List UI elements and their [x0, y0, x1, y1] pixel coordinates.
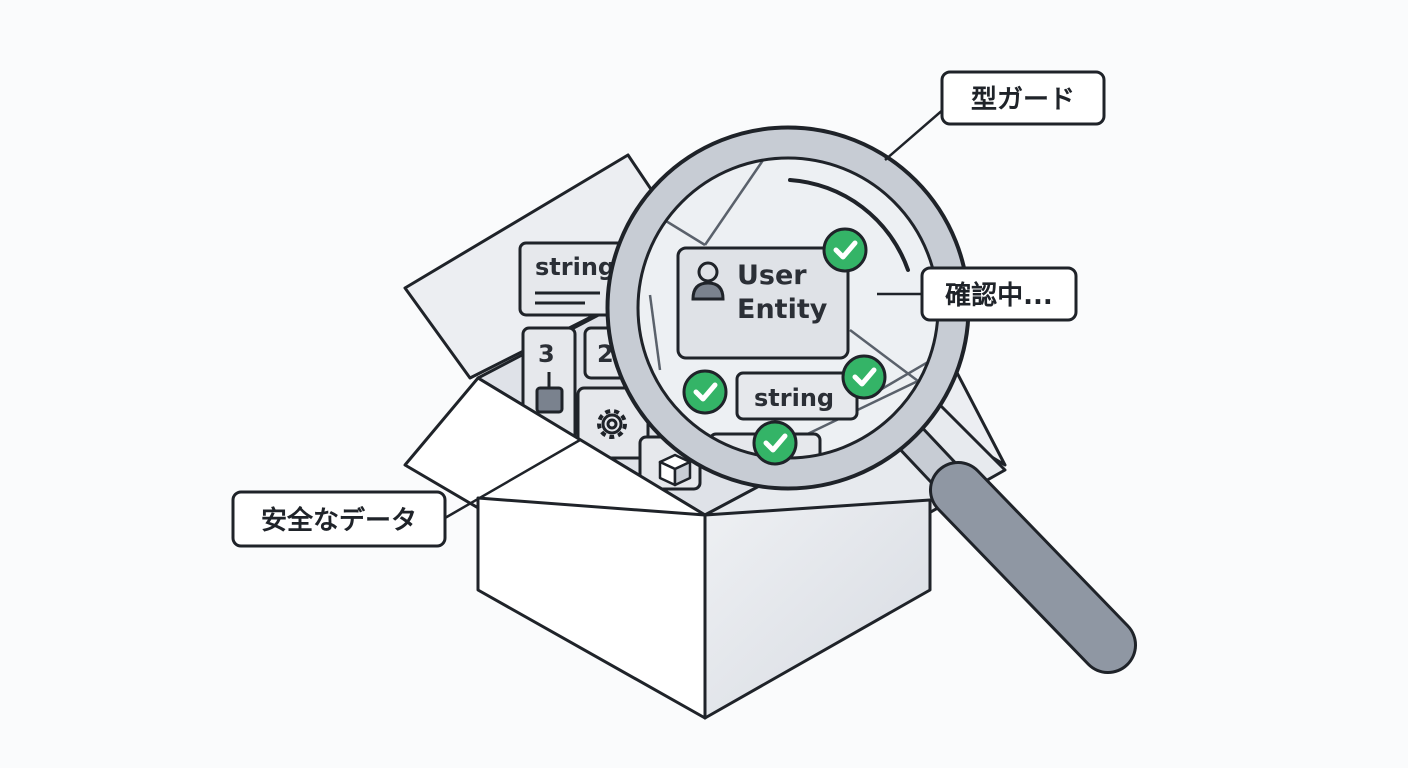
- box-right-wall: [703, 498, 932, 720]
- number-card-block: [535, 386, 564, 414]
- check-icon: [822, 227, 868, 273]
- lens-string-label: string: [754, 384, 834, 412]
- magnifying-glass: User Entity string: [605, 125, 1137, 674]
- number-card-label: 3: [538, 340, 555, 368]
- callout-type-guard-label: 型ガード: [971, 85, 1075, 115]
- number-card-2-label: 2: [597, 340, 614, 368]
- check-icon: [682, 369, 728, 415]
- callout-safe-data: 安全なデータ: [231, 438, 581, 548]
- check-icon: [841, 354, 887, 400]
- callout-checking-box: [920, 266, 1078, 322]
- cube-icon: [658, 453, 692, 487]
- callout-type-guard-leader: [884, 107, 946, 161]
- lens-entity-card: [676, 246, 850, 360]
- lens-entity-line2: Entity: [737, 294, 828, 325]
- callout-checking-label: 確認中...: [945, 280, 1053, 311]
- lens-glare: [788, 178, 910, 272]
- callout-safe-data-label: 安全なデータ: [261, 505, 417, 536]
- check-icon: [752, 420, 798, 466]
- lens-entity-line1: User: [737, 260, 807, 291]
- string-card-label: string: [535, 253, 615, 281]
- callout-checking: 確認中...: [877, 266, 1078, 322]
- gear-icon: [597, 409, 627, 439]
- callout-type-guard-box: [940, 70, 1106, 126]
- box-left-wall: [476, 496, 707, 720]
- user-icon: [691, 261, 725, 301]
- magnifier-handle: [932, 464, 1134, 671]
- callout-type-guard: 型ガード: [884, 70, 1106, 161]
- callout-safe-data-leader: [444, 438, 581, 520]
- callout-safe-data-box: [231, 490, 447, 548]
